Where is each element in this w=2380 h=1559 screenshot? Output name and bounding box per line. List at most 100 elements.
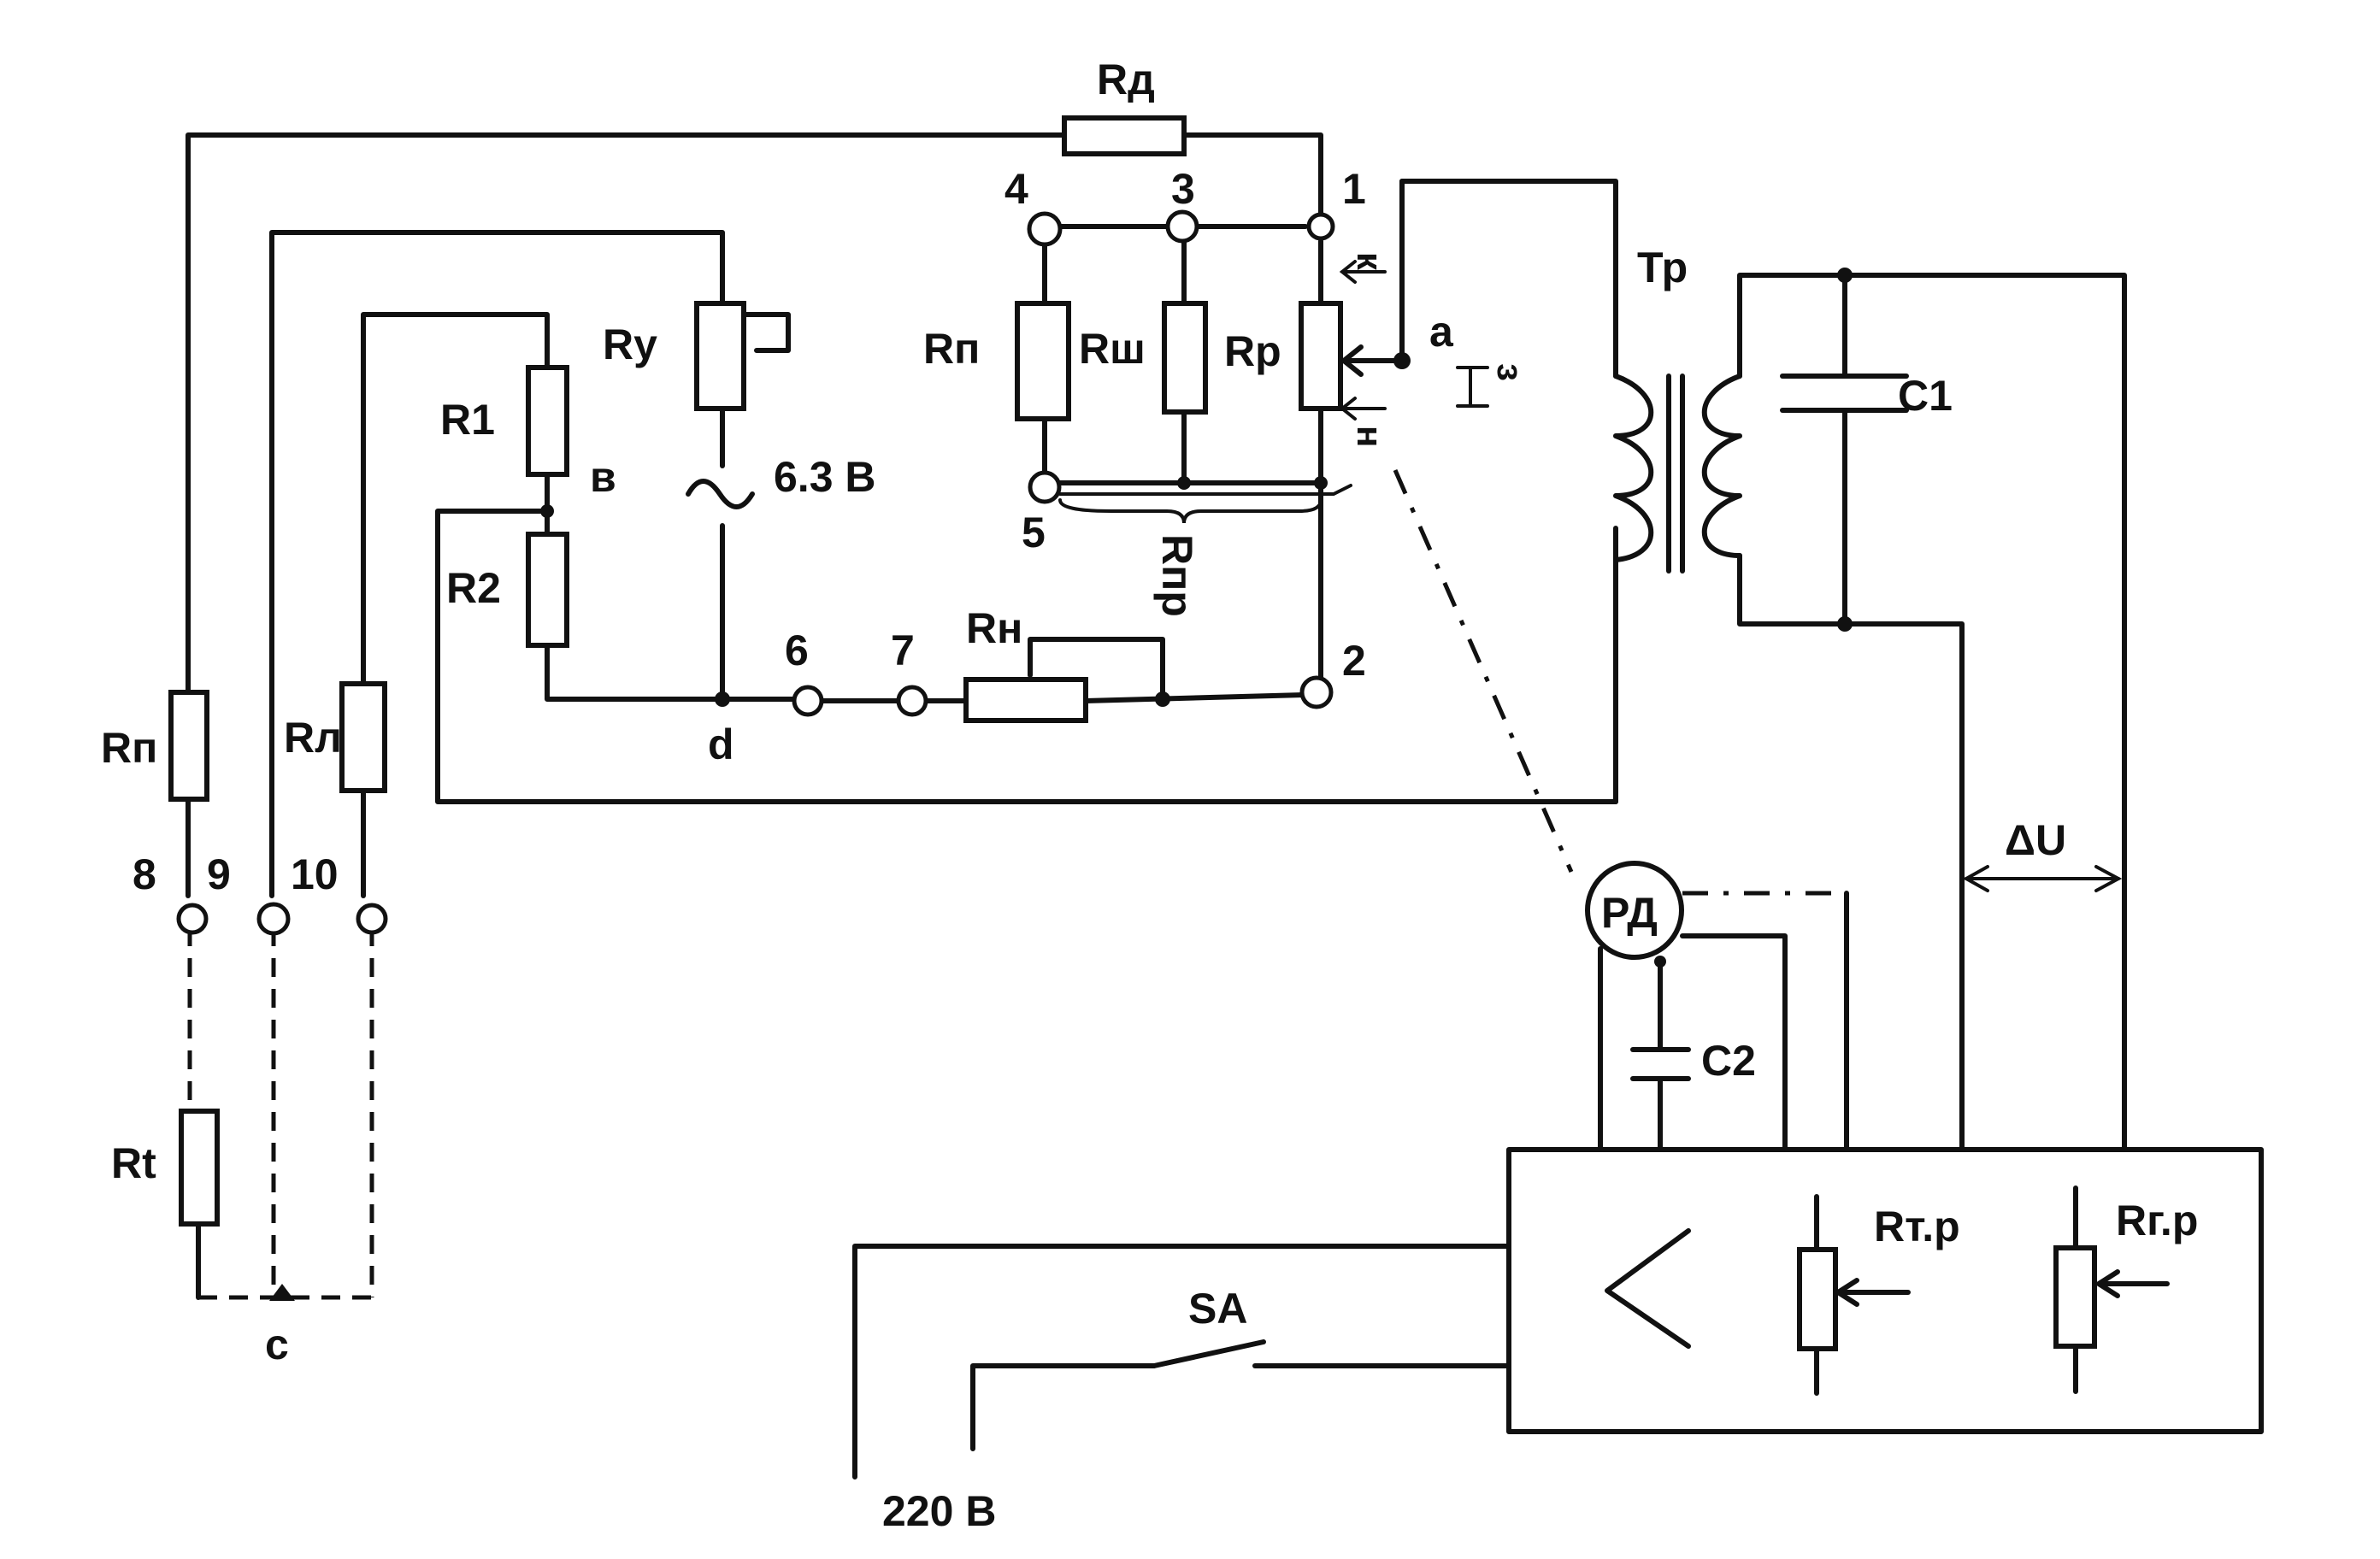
junction-rsh-bottom [1177, 476, 1191, 490]
transformer-primary-coil [1613, 374, 1654, 562]
label-terminal-3: 3 [1171, 165, 1195, 213]
label-tr: Тр [1637, 244, 1688, 291]
wire-tr-secondary-bottom [1737, 553, 1965, 1152]
resistor-rn [963, 677, 1088, 723]
arrow-a [1341, 344, 1405, 377]
delta-u-head-right [2094, 865, 2123, 892]
wire-top-rd [186, 132, 1067, 695]
label-c1: C1 [1898, 372, 1953, 420]
delta-u-arrow [1962, 865, 2123, 892]
label-sa: SA [1188, 1285, 1247, 1333]
arrow-n [1339, 397, 1387, 421]
wire-rn-slider [1028, 637, 1165, 702]
label-rr: Rр [1224, 327, 1281, 375]
arrow-k [1339, 260, 1387, 284]
terminal-2[interactable] [1299, 675, 1334, 709]
bracket-z [1456, 366, 1489, 408]
label-node-v: в [590, 453, 616, 501]
label-r2: R2 [446, 564, 501, 612]
label-terminal-8: 8 [133, 850, 156, 898]
transformer-tr [1613, 374, 1742, 574]
wire-sa-left [970, 1363, 1157, 1451]
resistor-rgr [2053, 1245, 2097, 1349]
label-terminal-7: 7 [891, 627, 915, 674]
brace-rpr [1058, 498, 1323, 524]
junction-c1-top [1837, 268, 1853, 283]
terminals [176, 209, 1335, 936]
junction-c1-bottom [1837, 616, 1853, 632]
label-rp-left: Rп [101, 724, 157, 772]
label-c2: C2 [1701, 1037, 1756, 1085]
wire-r2-to-d [545, 643, 725, 702]
junction-dots [269, 268, 1853, 1301]
resistor-r2 [526, 532, 569, 648]
label-rtr: Rт.р [1874, 1203, 1960, 1250]
resistor-rp-left [168, 690, 209, 802]
label-rl: Rл [284, 714, 342, 762]
junction-c2-bottom [1654, 956, 1666, 968]
sensor-dashed-lines [187, 927, 374, 1300]
label-terminal-10: 10 [291, 850, 339, 898]
terminal-7[interactable] [896, 685, 928, 717]
terminal-1[interactable] [1306, 212, 1335, 241]
junction-c [269, 1284, 295, 1301]
resistor-rt [179, 1109, 220, 1227]
terminal-5[interactable] [1028, 470, 1062, 504]
motor-rd [1585, 861, 1684, 960]
label-node-a: a [1429, 308, 1454, 356]
junction-rn [1155, 691, 1170, 707]
resistor-rd [1062, 115, 1187, 156]
resistor-ry [694, 301, 746, 411]
capacitor-c2 [1630, 1047, 1691, 1081]
label-mains: 220 В [882, 1487, 996, 1535]
linkage-slider-to-motor [1393, 468, 1574, 874]
mechanical-linkage [1393, 468, 1847, 896]
terminal-9[interactable] [256, 902, 291, 936]
resistor-rl [339, 681, 387, 793]
label-terminal-2: 2 [1342, 637, 1366, 685]
label-rd-motor: РД [1601, 889, 1658, 937]
terminal-3[interactable] [1165, 209, 1199, 244]
delta-u-head-left [1962, 865, 1989, 892]
transformer-secondary-coil [1701, 374, 1742, 558]
label-r1: R1 [440, 396, 495, 444]
wires [186, 132, 2127, 1480]
junction-d [715, 691, 730, 707]
wire-tr-secondary-top [1737, 273, 2127, 1152]
label-node-d: d [708, 721, 734, 768]
label-rp-bridge: Rп [923, 325, 980, 373]
label-pin-n: н [1350, 426, 1390, 447]
wire-rd-to-node1 [1181, 132, 1323, 226]
terminal-6[interactable] [792, 685, 824, 717]
label-terminal-9: 9 [207, 850, 231, 898]
terminal-8[interactable] [176, 903, 209, 935]
amplifier-block [1506, 1147, 2264, 1434]
label-du: ΔU [2005, 816, 2066, 864]
wire-rn-to-2 [1083, 692, 1306, 703]
terminal-10[interactable] [356, 903, 388, 935]
wire-mains-left [852, 1244, 1511, 1480]
capacitor-c1 [1780, 374, 1909, 413]
arrow-rtr [1835, 1278, 1911, 1307]
wire-node-5-return [1058, 484, 1352, 496]
resistor-rsh [1162, 301, 1208, 415]
label-terminal-4: 4 [1004, 165, 1028, 213]
label-rd: Rд [1097, 56, 1155, 103]
wire-rd-motor-right [1680, 933, 1788, 1152]
amplifier-box [1506, 1147, 2264, 1434]
rr-slider-contacts [1339, 260, 1489, 421]
wire-tr-primary [1399, 179, 1618, 379]
label-rt: Rt [111, 1139, 156, 1187]
label-terminal-6: 6 [785, 627, 809, 674]
terminal-4[interactable] [1027, 211, 1063, 247]
resistor-r1 [526, 365, 569, 477]
amplifier-symbol [1605, 1228, 1691, 1349]
junction-a [1393, 352, 1411, 369]
switch-sa[interactable] [1152, 1339, 1266, 1368]
resistor-rtr [1797, 1247, 1838, 1351]
junction-rr-bottom [1314, 476, 1328, 490]
label-rsh: Rш [1079, 325, 1146, 373]
junction-v [540, 504, 554, 518]
label-rn: Rн [966, 604, 1022, 652]
